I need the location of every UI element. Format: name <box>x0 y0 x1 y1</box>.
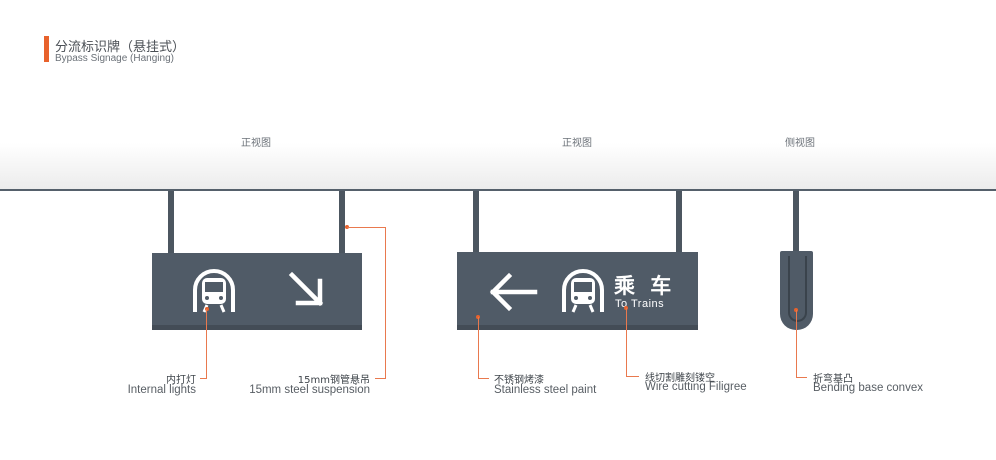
arrow-down-right-icon <box>288 271 324 307</box>
callout-filigree-en: Wire cutting Filigree <box>645 381 747 393</box>
callout-line <box>796 377 807 378</box>
callout-internal-lights-en: Internal lights <box>127 384 196 396</box>
ceiling-band <box>0 143 996 191</box>
callout-line <box>385 227 386 378</box>
title-accent-bar <box>44 36 49 62</box>
train-icon <box>193 269 235 313</box>
callout-suspension-cn: 15mm钢管悬吊 <box>297 375 370 386</box>
suspension-rod <box>168 191 174 253</box>
callout-dot <box>205 307 209 311</box>
side-view-fold <box>788 256 807 322</box>
sign-text-english: To Trains <box>615 298 665 310</box>
callout-line <box>796 310 797 377</box>
callout-paint-en: Stainless steel paint <box>494 384 597 396</box>
page-title: 分流标识牌（悬挂式） <box>55 40 186 55</box>
callout-line <box>200 378 207 379</box>
suspension-rod <box>473 191 479 253</box>
callout-paint-cn: 不锈钢烤漆 <box>494 375 544 386</box>
callout-internal-lights-cn: 内打灯 <box>166 375 196 386</box>
callout-line <box>347 227 385 228</box>
view-label-front-2: 正视图 <box>562 138 592 149</box>
view-label-front-1: 正视图 <box>241 138 271 149</box>
callout-line <box>206 309 207 378</box>
view-label-side: 侧视图 <box>785 138 815 149</box>
callout-line <box>478 378 489 379</box>
suspension-rod <box>676 191 682 253</box>
suspension-rod <box>339 191 345 253</box>
callout-bending-cn: 折弯基凸 <box>813 374 853 385</box>
callout-line <box>626 376 639 377</box>
callout-filigree-cn: 线切割雕刻镂空 <box>645 373 715 384</box>
page-subtitle: Bypass Signage (Hanging) <box>55 53 174 64</box>
suspension-rod <box>793 191 799 253</box>
hanging-sign-1 <box>152 253 362 330</box>
callout-line <box>626 308 627 376</box>
callout-bending-en: Bending base convex <box>813 382 923 394</box>
train-icon <box>562 269 604 313</box>
arrow-left-icon <box>489 272 538 312</box>
callout-line <box>478 317 479 378</box>
callout-suspension-en: 15mm steel suspension <box>249 384 370 396</box>
sign-text-chinese: 乘 车 <box>614 274 676 298</box>
callout-line <box>375 378 386 379</box>
